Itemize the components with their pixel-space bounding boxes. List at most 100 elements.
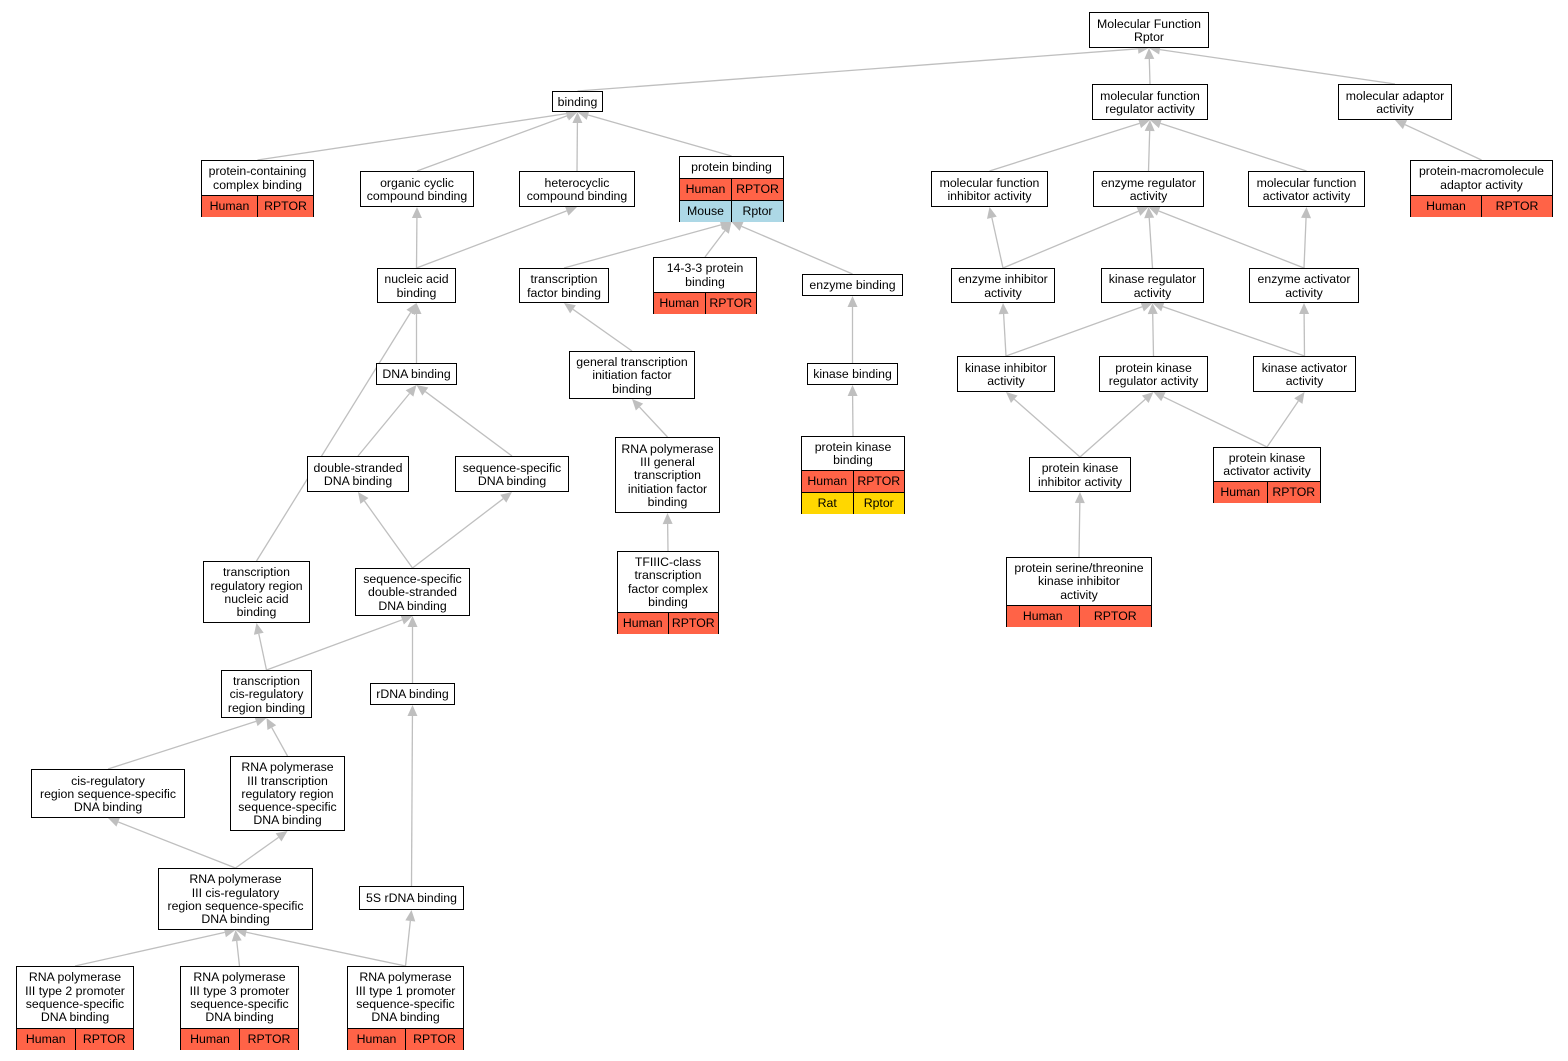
node-pstkia[interactable]: protein serine/threonine kinase inhibito… <box>1006 557 1152 627</box>
edge-line <box>577 48 1139 92</box>
node-label: heterocyclic compound binding <box>526 175 628 203</box>
node-crrssdb[interactable]: cis-regulatory region sequence-specific … <box>31 769 185 818</box>
node-dsdb[interactable]: double-stranded DNA binding <box>307 456 409 492</box>
node-tcrrb[interactable]: transcription cis-regulatory region bind… <box>221 670 312 718</box>
edge-arrowhead <box>1144 207 1155 219</box>
node-kb[interactable]: kinase binding <box>807 363 898 385</box>
edge-arrowhead <box>254 716 267 727</box>
node-rdnab[interactable]: rDNA binding <box>370 683 455 705</box>
edge-line <box>1158 210 1305 269</box>
node-label: 14-3-3 protein binding <box>666 261 744 289</box>
gene-cell: Rptor <box>731 200 783 222</box>
species-cell: Human <box>1426 199 1466 214</box>
node-era[interactable]: enzyme regulator activity <box>1093 171 1204 207</box>
node-label: sequence-specific double-stranded DNA bi… <box>363 572 462 613</box>
edge-line <box>410 715 414 887</box>
edge-line <box>741 225 853 275</box>
node-ssdsdb[interactable]: sequence-specific double-stranded DNA bi… <box>355 568 470 616</box>
node-root[interactable]: Molecular Function Rptor <box>1089 12 1209 48</box>
node-rnap3t3[interactable]: RNA polymerase III type 3 promoter seque… <box>180 966 299 1050</box>
node-label: kinase binding <box>813 367 892 382</box>
node-r5sdnab[interactable]: 5S rDNA binding <box>359 886 464 910</box>
node-label: molecular function regulator activity <box>1100 88 1200 116</box>
species-cell: Human <box>622 616 663 631</box>
node-pkra[interactable]: protein kinase regulator activity <box>1099 356 1208 392</box>
edge-line <box>74 931 225 967</box>
node-kaa[interactable]: kinase activator activity <box>1253 356 1356 392</box>
edge-arrowhead <box>275 831 288 842</box>
node-occb[interactable]: organic cyclic compound binding <box>360 171 474 207</box>
node-label: protein kinase binding <box>814 439 892 467</box>
gene-cell: RPTOR <box>74 1028 134 1050</box>
edge-arrowhead <box>253 623 264 635</box>
species-cell: Human <box>659 296 700 311</box>
edge-arrowhead <box>720 222 732 234</box>
node-label: molecular function activator activity <box>1256 175 1357 203</box>
node-gtifb[interactable]: general transcription initiation factor … <box>569 351 695 399</box>
edge-line <box>572 308 633 352</box>
node-rnap3t2[interactable]: RNA polymerase III type 2 promoter seque… <box>16 966 134 1050</box>
edge-arrowhead <box>572 112 583 124</box>
node-eia[interactable]: enzyme inhibitor activity <box>951 268 1055 303</box>
edge-line <box>107 720 257 770</box>
edge-line <box>424 391 513 457</box>
node-label: kinase regulator activity <box>1108 272 1197 300</box>
node-label: protein kinase regulator activity <box>1108 360 1199 388</box>
edge-line <box>258 633 268 671</box>
node-tfiiic[interactable]: TFIIIC-class transcription factor comple… <box>617 551 719 634</box>
gene-cell: RPTOR <box>1481 195 1552 217</box>
edge-arrowhead <box>564 206 577 216</box>
node-label: cis-regulatory region sequence-specific … <box>39 773 177 815</box>
node-eb[interactable]: enzyme binding <box>802 274 903 296</box>
node-tfb[interactable]: transcription factor binding <box>519 268 609 303</box>
edge-arrowhead <box>266 718 277 731</box>
node-binding[interactable]: binding <box>552 91 603 112</box>
node-eaa[interactable]: enzyme activator activity <box>1249 268 1359 303</box>
node-label: protein-macromolecule adaptor activity <box>1418 164 1545 192</box>
node-pkia[interactable]: protein kinase inhibitor activity <box>1029 457 1131 492</box>
node-mfia[interactable]: molecular function inhibitor activity <box>931 171 1048 207</box>
species-cell: Human <box>807 474 848 489</box>
node-kia[interactable]: kinase inhibitor activity <box>957 356 1055 392</box>
edge-arrowhead <box>407 616 418 627</box>
node-nab[interactable]: nucleic acid binding <box>377 268 456 303</box>
edge-arrowhead <box>500 492 512 503</box>
edge-arrowhead <box>405 910 416 922</box>
node-rnap3trr[interactable]: RNA polymerase III transcription regulat… <box>230 756 345 831</box>
node-ssdb[interactable]: sequence-specific DNA binding <box>455 456 569 492</box>
node-mada[interactable]: molecular adaptor activity <box>1338 84 1452 120</box>
edge-arrowhead <box>1141 392 1154 404</box>
node-label: molecular adaptor activity <box>1345 88 1445 116</box>
node-mfra[interactable]: molecular function regulator activity <box>1092 84 1208 120</box>
node-rnap3gtif[interactable]: RNA polymerase III general transcription… <box>615 437 720 513</box>
node-label: TFIIIC-class transcription factor comple… <box>628 554 708 609</box>
edge-arrowhead <box>1147 303 1158 315</box>
edge-line <box>271 727 289 757</box>
edge-arrowhead <box>1299 303 1310 315</box>
edge-arrowhead <box>847 296 858 307</box>
node-rnap3t1[interactable]: RNA polymerase III type 1 promoter seque… <box>347 966 464 1050</box>
gene-cell: RPTOR <box>1078 605 1152 627</box>
node-label: RNA polymerase III type 1 promoter seque… <box>355 970 456 1025</box>
node-mfaa[interactable]: molecular function activator activity <box>1248 171 1365 207</box>
edge-line <box>412 498 504 569</box>
node-rnap3crr[interactable]: RNA polymerase III cis-regulatory region… <box>158 868 313 930</box>
node-trrnab[interactable]: transcription regulatory region nucleic … <box>203 561 310 623</box>
node-kra[interactable]: kinase regulator activity <box>1101 268 1204 303</box>
node-dnab[interactable]: DNA binding <box>376 363 457 385</box>
edge-arrowhead <box>986 207 997 219</box>
edge-line <box>704 230 726 258</box>
edge-line <box>266 619 403 671</box>
node-hccb[interactable]: heterocyclic compound binding <box>519 171 635 207</box>
